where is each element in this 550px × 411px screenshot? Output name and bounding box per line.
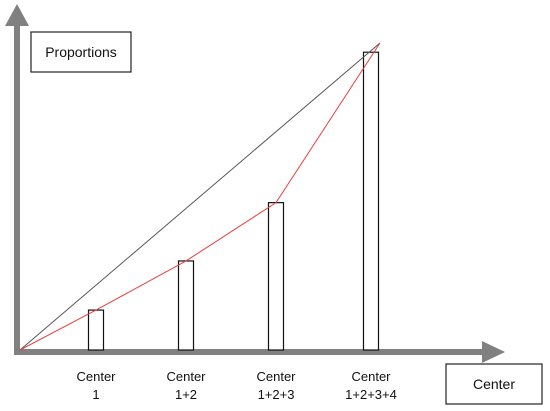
bar-label-2: Center 1+2 [166, 369, 206, 402]
bar-label-line: 1+2 [175, 387, 197, 402]
y-label: Proportions [45, 44, 117, 60]
bar-3 [267, 202, 285, 351]
bar-label-line: 1 [92, 387, 99, 402]
bar-label-line: Center [76, 369, 116, 384]
bar-label-line: 1+2+3+4 [345, 387, 397, 402]
bar-label-line: Center [256, 369, 296, 384]
x-label: Center [473, 376, 515, 392]
y-label-box [30, 31, 132, 73]
bar-1 [87, 309, 105, 351]
x-axis-arrow-icon [482, 341, 505, 363]
bar-label-line: 1+2+3 [258, 387, 295, 402]
bar-4 [362, 51, 380, 351]
bar-label-4: Center 1+2+3+4 [345, 369, 397, 402]
bar-label-1: Center 1 [76, 369, 116, 402]
bar-label-3: Center 1+2+3 [256, 369, 296, 402]
y-axis-arrow-icon [5, 4, 29, 26]
bar-2 [177, 260, 195, 351]
cumulative-curve [19, 42, 381, 351]
equality-line [19, 42, 381, 351]
bar-label-line: Center [166, 369, 206, 384]
bar-label-line: Center [351, 369, 391, 384]
x-label-box [445, 363, 543, 405]
